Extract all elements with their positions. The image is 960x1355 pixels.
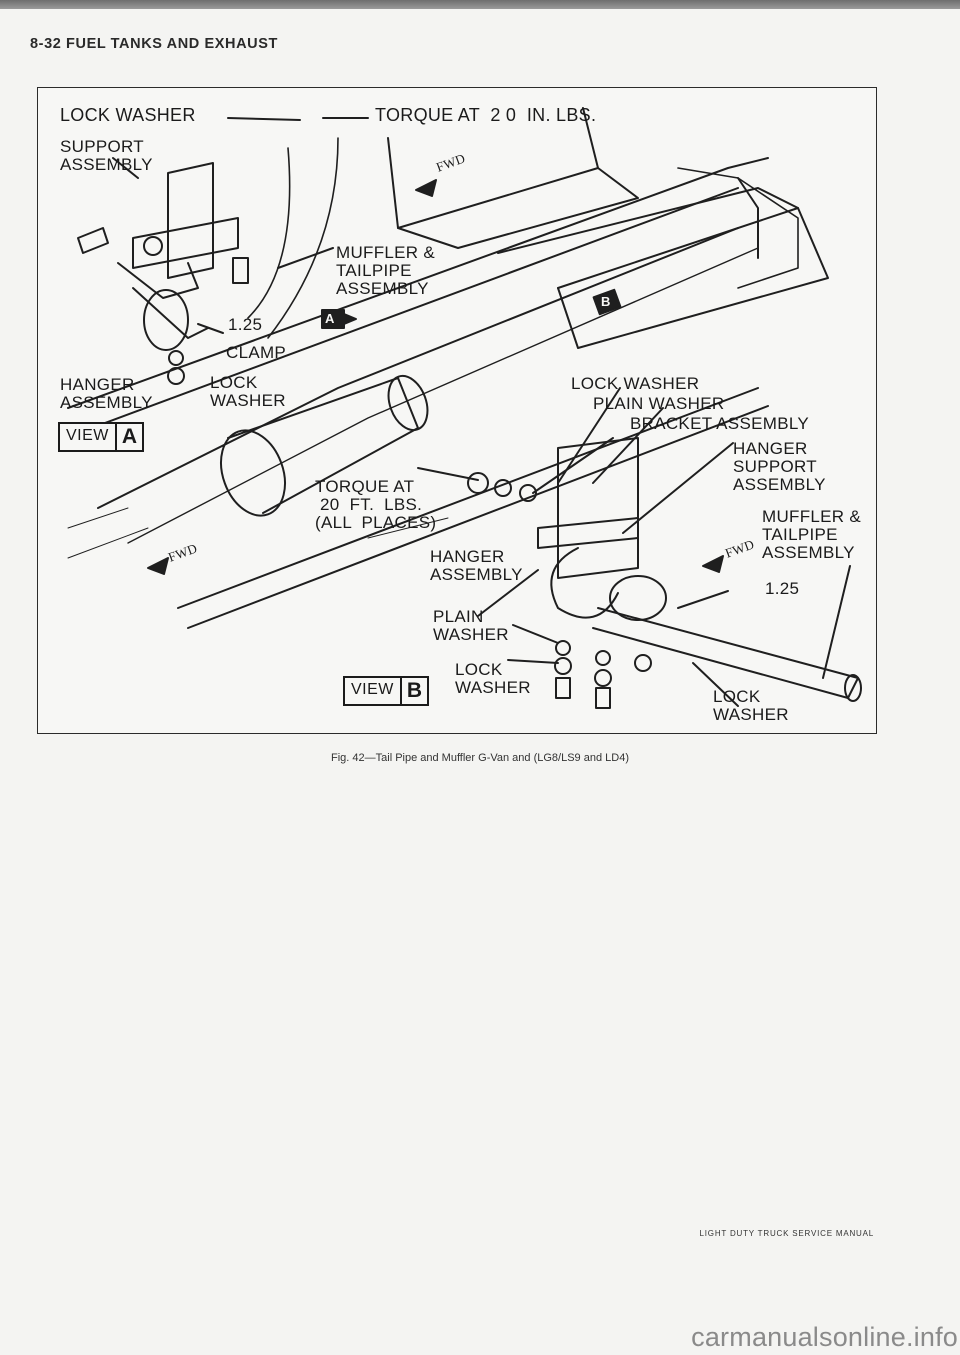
tailpipe-b [592, 607, 859, 699]
hanger-support-b [557, 437, 639, 579]
watermark: carmanualsonline.info [691, 1322, 958, 1352]
label-muffler-tailpipe-b: MUFFLER & TAILPIPE ASSEMBLY [762, 507, 862, 562]
view-b-letter: B [399, 678, 427, 704]
label-plain-washer-low: PLAIN WASHER [433, 607, 509, 644]
crossmember-mid [497, 187, 799, 289]
page-header: 8-32 FUEL TANKS AND EXHAUST [30, 36, 278, 52]
bolt-a2 [232, 257, 249, 284]
frame-rail-top [67, 157, 769, 409]
muffler-body [227, 377, 419, 514]
hanger-b [550, 547, 619, 619]
label-plain-washer-b: PLAIN WASHER [593, 394, 725, 413]
callout-b-box [592, 288, 622, 316]
clamp-a [143, 289, 189, 351]
frame-rail-low [97, 227, 739, 509]
label-lock-washer-top: LOCK WASHER [60, 105, 196, 125]
view-a-tag: VIEW A [58, 422, 145, 452]
support-bracket-a [167, 162, 214, 279]
hanger-a [117, 262, 199, 299]
label-lock-washer-a: LOCK WASHER [210, 373, 286, 410]
label-support-assembly: SUPPORT ASSEMBLY [60, 137, 153, 174]
muffler-end [220, 429, 286, 517]
view-a-word: VIEW [66, 427, 109, 444]
exhaust-drawing [67, 107, 862, 709]
label-hanger-support-assembly: HANGER SUPPORT ASSEMBLY [733, 439, 826, 494]
label-torque-20-in-lbs: TORQUE AT 2 0 IN. LBS. [375, 105, 597, 125]
fwd-arrow-top [415, 179, 437, 197]
fwd-arrow-left [147, 557, 169, 575]
top-rule [0, 0, 960, 9]
label-hanger-assembly-a: HANGER ASSEMBLY [60, 375, 153, 412]
label-torque-20-ft-lbs: TORQUE AT 20 FT. LBS. (ALL PLACES) [315, 477, 437, 532]
view-b-word: VIEW [351, 681, 394, 698]
label-muffler-tailpipe-a: MUFFLER & TAILPIPE ASSEMBLY [336, 243, 436, 298]
fwd-arrow-right [702, 555, 724, 573]
figure-caption: Fig. 42—Tail Pipe and Muffler G-Van and … [331, 752, 629, 764]
callout-b-letter: B [601, 294, 611, 309]
crossmember-top [387, 107, 599, 229]
label-clamp: CLAMP [226, 343, 287, 362]
label-bracket-assembly: BRACKET ASSEMBLY [630, 414, 809, 433]
label-dim-1-25-b: 1.25 [765, 579, 800, 598]
label-lock-washer-low: LOCK WASHER [455, 660, 531, 697]
figure-illustration: LOCK WASHER TORQUE AT 2 0 IN. LBS. SUPPO… [37, 87, 877, 734]
callout-a-letter: A [325, 311, 335, 326]
label-hanger-assembly-b: HANGER ASSEMBLY [430, 547, 523, 584]
bolt-a [77, 227, 109, 254]
view-b-tag: VIEW B [343, 676, 430, 706]
label-lock-washer-br: LOCK WASHER [713, 687, 789, 724]
footer-manual-name: LIGHT DUTY TRUCK SERVICE MANUAL [699, 1229, 874, 1238]
tailpipe-long [177, 387, 759, 609]
view-a-letter: A [114, 424, 142, 450]
clamp-b [609, 575, 667, 621]
frame-rail-mid [77, 187, 739, 434]
label-dim-1-25-a: 1.25 [228, 315, 263, 334]
label-lock-washer-b: LOCK WASHER [571, 374, 700, 393]
